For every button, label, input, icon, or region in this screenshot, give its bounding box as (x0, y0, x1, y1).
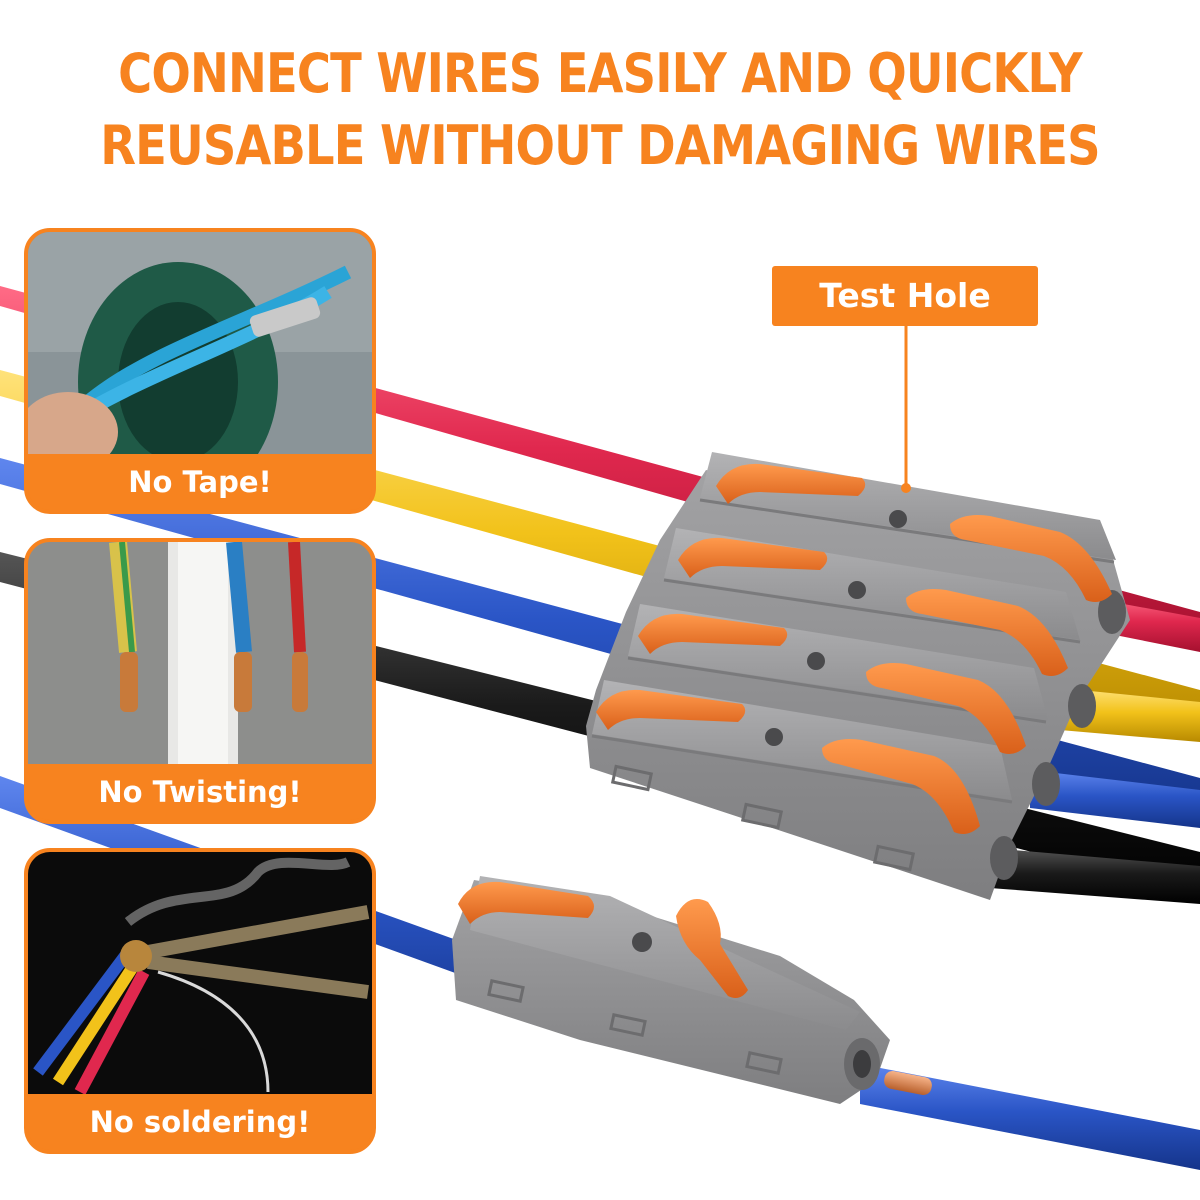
headline: CONNECT WIRES EASILY AND QUICKLY REUSABL… (84, 38, 1116, 182)
tape-photo (28, 232, 372, 458)
connector-block-4way (586, 452, 1130, 900)
panel-no-tape: No Tape! (24, 228, 376, 514)
soldering-photo (28, 852, 372, 1098)
connector-single (452, 876, 890, 1104)
wire-blue-right (860, 1064, 1200, 1170)
no-tape-caption: No Tape! (28, 454, 372, 510)
panel-no-twisting: No Twisting! (24, 538, 376, 824)
no-soldering-caption: No soldering! (28, 1094, 372, 1150)
test-hole-leader (901, 326, 911, 493)
twisting-photo (28, 542, 372, 768)
no-twisting-caption: No Twisting! (28, 764, 372, 820)
headline-line-1: CONNECT WIRES EASILY AND QUICKLY (118, 42, 1082, 105)
wire-exits (990, 596, 1200, 904)
test-hole-callout: Test Hole (772, 266, 1038, 326)
panel-no-soldering: No soldering! (24, 848, 376, 1154)
headline-line-2: REUSABLE WITHOUT DAMAGING WIRES (100, 114, 1100, 177)
